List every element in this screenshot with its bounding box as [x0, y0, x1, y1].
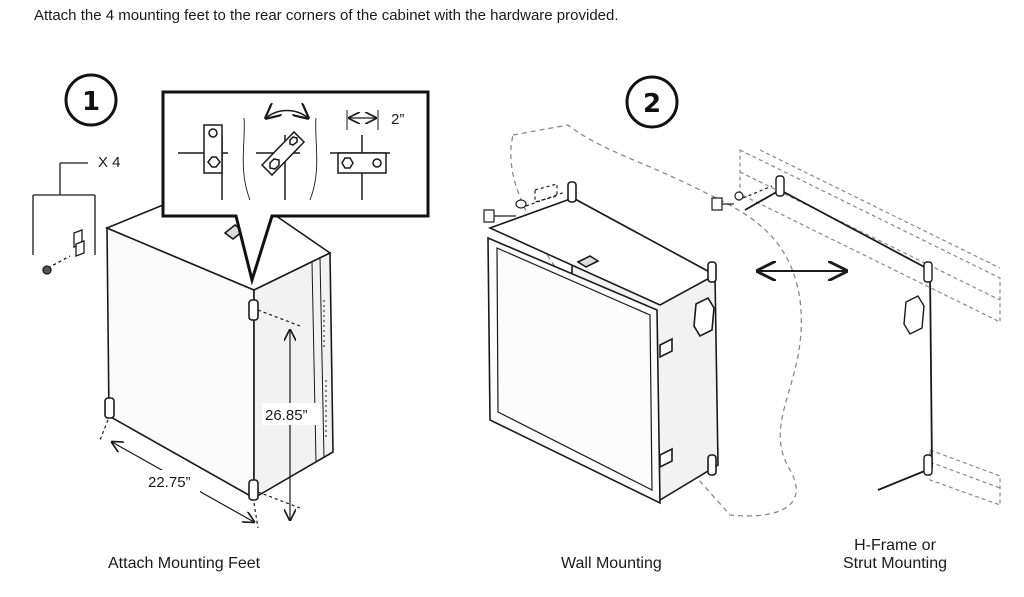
width-callout: 22.75” — [148, 474, 191, 491]
instruction-text: Attach the 4 mounting feet to the rear c… — [34, 7, 619, 24]
step-1-number: 1 — [82, 87, 100, 117]
strut-caption-line2: Strut Mounting — [842, 555, 948, 572]
wall-bolt — [483, 183, 566, 223]
step-2-badge: 2 — [625, 75, 679, 129]
quantity-callout: X 4 — [98, 154, 121, 171]
cabinet-strut-mount — [744, 175, 933, 491]
offset-callout: 2” — [391, 111, 404, 128]
strut-bolt — [711, 185, 773, 211]
height-callout: 26.85” — [265, 407, 308, 424]
step-1-badge: 1 — [64, 73, 118, 127]
strut-caption-line1: H-Frame or — [854, 537, 936, 554]
wall-outline — [510, 124, 802, 517]
cabinet-wall-mount — [487, 181, 719, 505]
detail-callout: 2” — [161, 90, 430, 286]
hardware-kit — [32, 162, 96, 275]
step-2-caption-wall: Wall Mounting — [561, 555, 662, 572]
step-1-caption: Attach Mounting Feet — [108, 555, 261, 572]
step-2-caption-strut: H-Frame or Strut Mounting — [836, 537, 954, 573]
strut-rails — [739, 149, 1001, 506]
cabinet-step1 — [104, 179, 334, 501]
step-2-number: 2 — [643, 89, 661, 119]
